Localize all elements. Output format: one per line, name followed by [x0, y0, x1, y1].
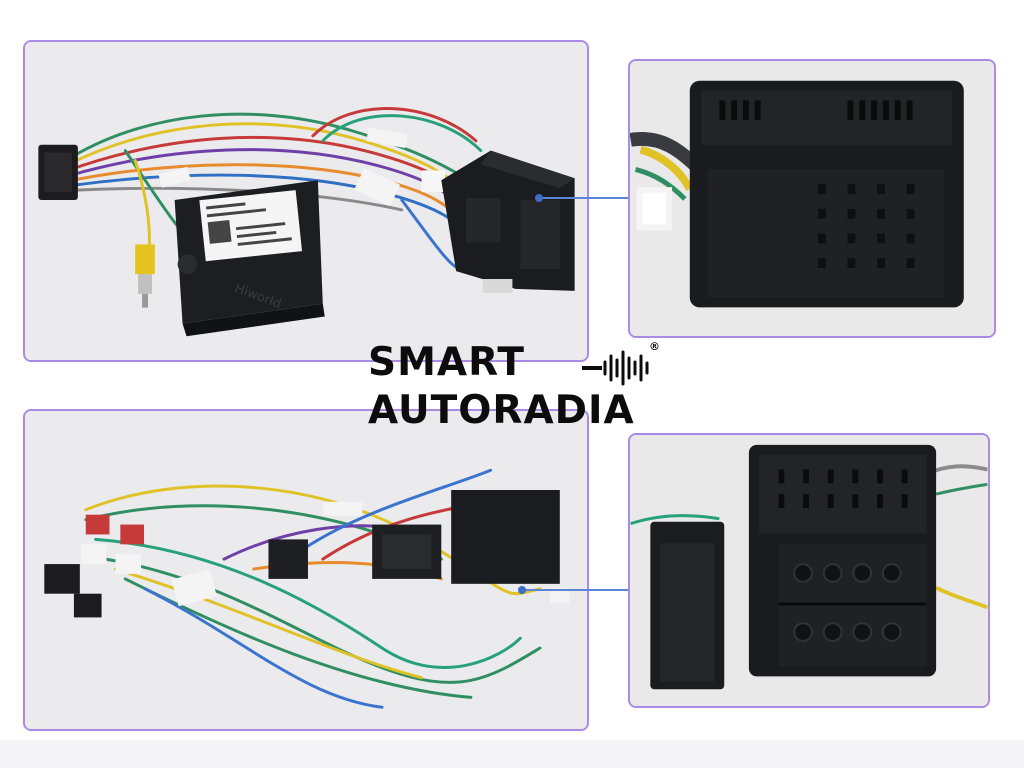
harness-photo-top: Hiworld [23, 40, 589, 362]
connector-illustration-bottom [630, 435, 988, 706]
logo-line1: SMART [368, 340, 525, 385]
connector-illustration-top [630, 61, 994, 336]
brand-logo: SMART ® AUTORADIA [368, 340, 660, 433]
harness-illustration-top: Hiworld [26, 42, 586, 360]
logo-line2: AUTORADIA [368, 388, 635, 433]
harness-photo-bottom [23, 409, 589, 731]
connector-closeup-bottom [628, 433, 990, 708]
footer-band [0, 740, 1024, 768]
harness-illustration-bottom [26, 411, 586, 729]
connector-closeup-top [628, 59, 996, 338]
registered-mark: ® [649, 340, 660, 353]
sound-wave-icon [582, 350, 649, 386]
